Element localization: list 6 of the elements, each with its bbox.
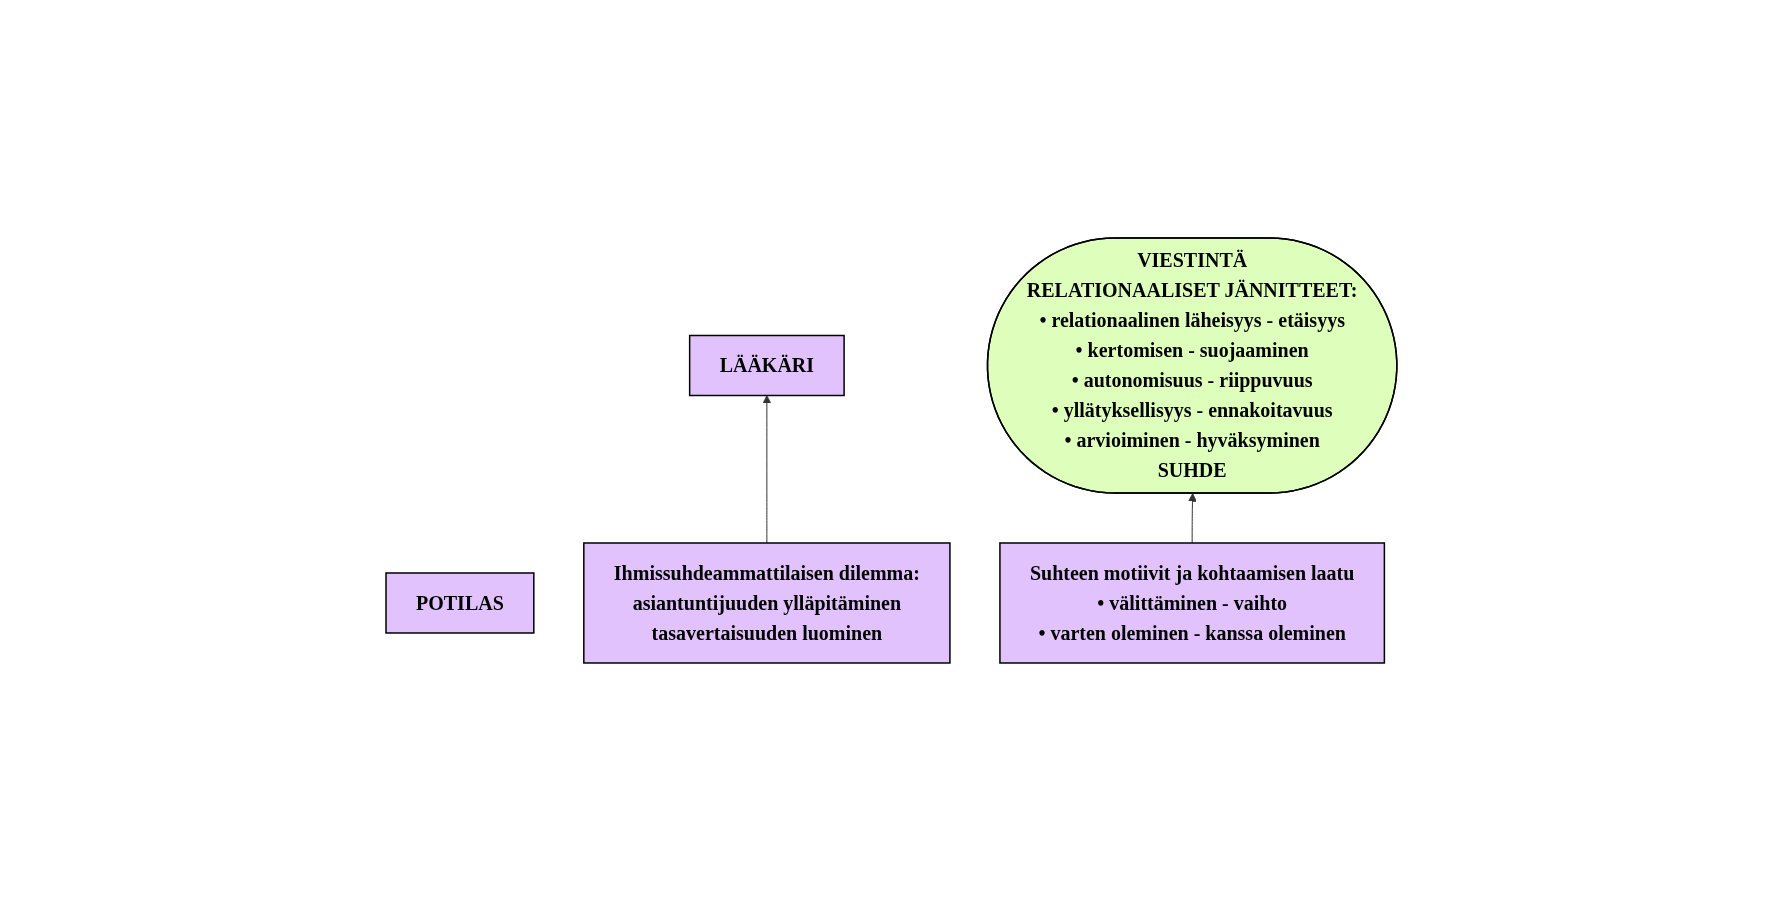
- arrow: [762, 394, 771, 543]
- node-box: LÄÄKÄRI: [688, 334, 845, 396]
- node-box: POTILAS: [384, 571, 535, 634]
- arrow: [1187, 492, 1197, 543]
- node-box: Ihmissuhdeammattilaisen dilemma: asiantuntijuuden ylläpitäminen tasavertaisuuden luominen: [582, 541, 951, 664]
- node-box: Suhteen motiivit ja kohtaamisen laatu • välittäminen - vaihto • varten oleminen - kanssa oleminen: [998, 541, 1385, 664]
